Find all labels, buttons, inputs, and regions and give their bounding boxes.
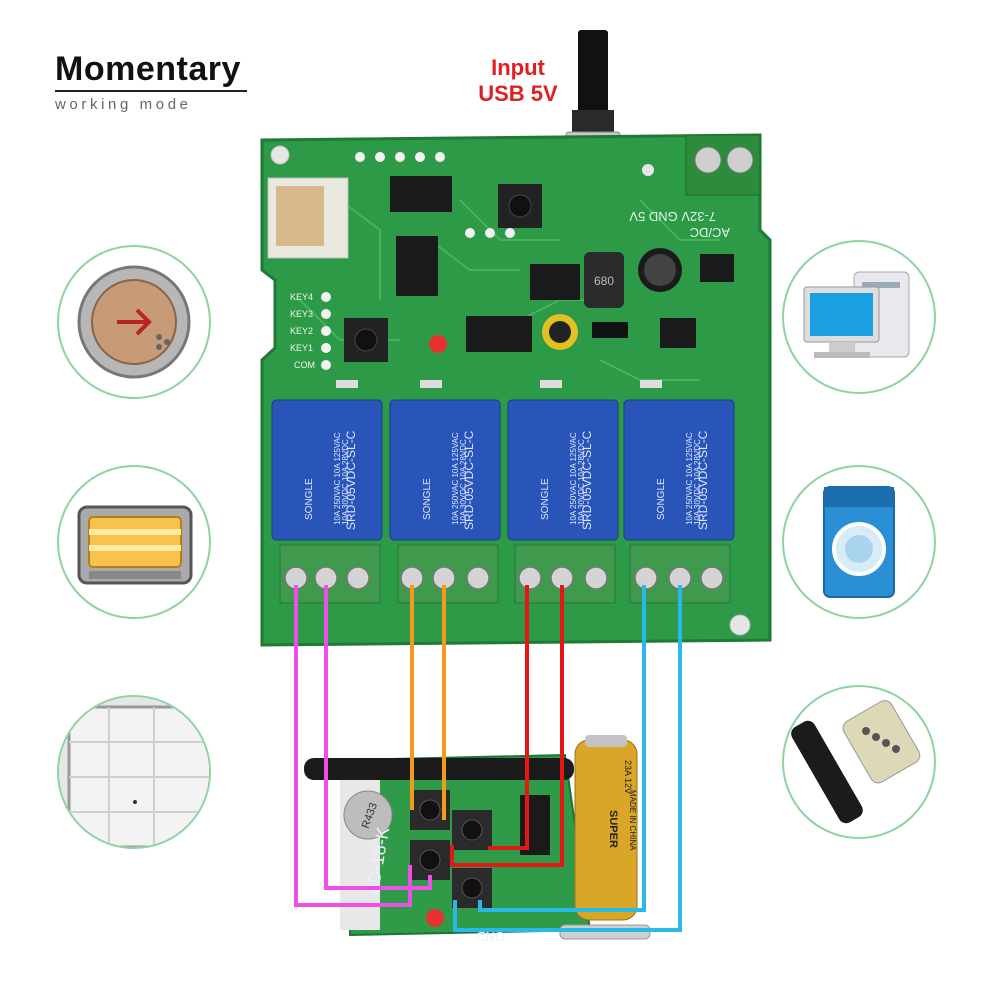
- garage-door-circle: [57, 695, 211, 849]
- inductor-label: 680: [594, 274, 614, 288]
- desktop-computer-icon: [803, 271, 910, 358]
- wire-key1-b: [324, 585, 432, 890]
- relay-1-rating-1: 10A 250VAC 10A 125VAC: [333, 432, 342, 525]
- wire-key3-b: [450, 585, 564, 867]
- wire-key4-a: [478, 585, 646, 912]
- relay-3-rating-2: 10A 30VDC 10A 28VDC: [577, 439, 586, 525]
- elevator-button-icon: [77, 265, 191, 379]
- washing-machine-icon: [823, 486, 895, 598]
- pin-label-key1: KEY1: [290, 343, 313, 353]
- power-label: 7-32V GND 5V: [629, 209, 716, 224]
- remote-controls-icon: [791, 700, 921, 824]
- relay-3-model: SRD-05VDC-SL-C: [580, 430, 594, 530]
- relay-3-rating-1: 10A 250VAC 10A 125VAC: [569, 432, 578, 525]
- washing-machine-circle: [782, 465, 936, 619]
- elevator-button-circle: [57, 245, 211, 399]
- relay-4-model: SRD-05VDC-SL-C: [696, 430, 710, 530]
- pin-label-key4: KEY4: [290, 292, 313, 302]
- relay-3: SRD-05VDC-SL-C SONGLE 10A 250VAC 10A 125…: [507, 399, 619, 541]
- pin-label-key3: KEY3: [290, 309, 313, 319]
- relay-1: SRD-05VDC-SL-C SONGLE 10A 250VAC 10A 125…: [271, 399, 383, 541]
- remote-gnd-label: GND: [476, 929, 505, 944]
- battery-brand: SUPER: [607, 810, 619, 848]
- relay-3-brand: SONGLE: [540, 478, 551, 520]
- remote-controls-circle: [782, 685, 936, 839]
- relay-4: SRD-05VDC-SL-C SONGLE 10A 250VAC 10A 125…: [623, 399, 735, 541]
- pin-label-key2: KEY2: [290, 326, 313, 336]
- wires: [294, 585, 682, 932]
- relay-2-brand: SONGLE: [422, 478, 433, 520]
- mode-subtitle: working mode: [55, 96, 192, 113]
- relay-4-brand: SONGLE: [656, 478, 667, 520]
- relay-1-brand: SONGLE: [304, 478, 315, 520]
- title-underline: [55, 90, 247, 92]
- battery-voltage: 23A 12V: [623, 760, 633, 794]
- usb-input-label: Input USB 5V: [478, 55, 558, 107]
- relay-1-model: SRD-05VDC-SL-C: [344, 430, 358, 530]
- wire-key1-a: [294, 585, 412, 907]
- relay-2-rating-1: 10A 250VAC 10A 125VAC: [451, 432, 460, 525]
- pin-label-com: COM: [294, 360, 315, 370]
- toaster-oven-icon: [77, 505, 193, 585]
- relay-1-rating-2: 10A 30VDC 10A 28VDC: [341, 439, 350, 525]
- toaster-oven-circle: [57, 465, 211, 619]
- rf-remote-board: R433 ZD-18-K GND SUPER MADE IN CHINA 23A…: [304, 735, 651, 944]
- battery-origin: MADE IN CHINA: [628, 790, 637, 851]
- mode-title: Momentary: [55, 50, 241, 88]
- desktop-computer-circle: [782, 240, 936, 394]
- wire-key4-b: [453, 585, 682, 932]
- relay-2-model: SRD-05VDC-SL-C: [462, 430, 476, 530]
- usb-label-line1: Input: [491, 55, 545, 80]
- power-type-label: AC/DC: [690, 225, 730, 240]
- wire-key3-a: [488, 585, 529, 850]
- usb-label-line2: USB 5V: [478, 81, 558, 106]
- relay-4-rating-1: 10A 250VAC 10A 125VAC: [685, 432, 694, 525]
- relay-2: SRD-05VDC-SL-C SONGLE 10A 250VAC 10A 125…: [389, 399, 501, 541]
- relay-2-rating-2: 10A 30VDC 10A 28VDC: [459, 439, 468, 525]
- relay-4-rating-2: 10A 30VDC 10A 28VDC: [693, 439, 702, 525]
- garage-door-icon: [59, 697, 209, 847]
